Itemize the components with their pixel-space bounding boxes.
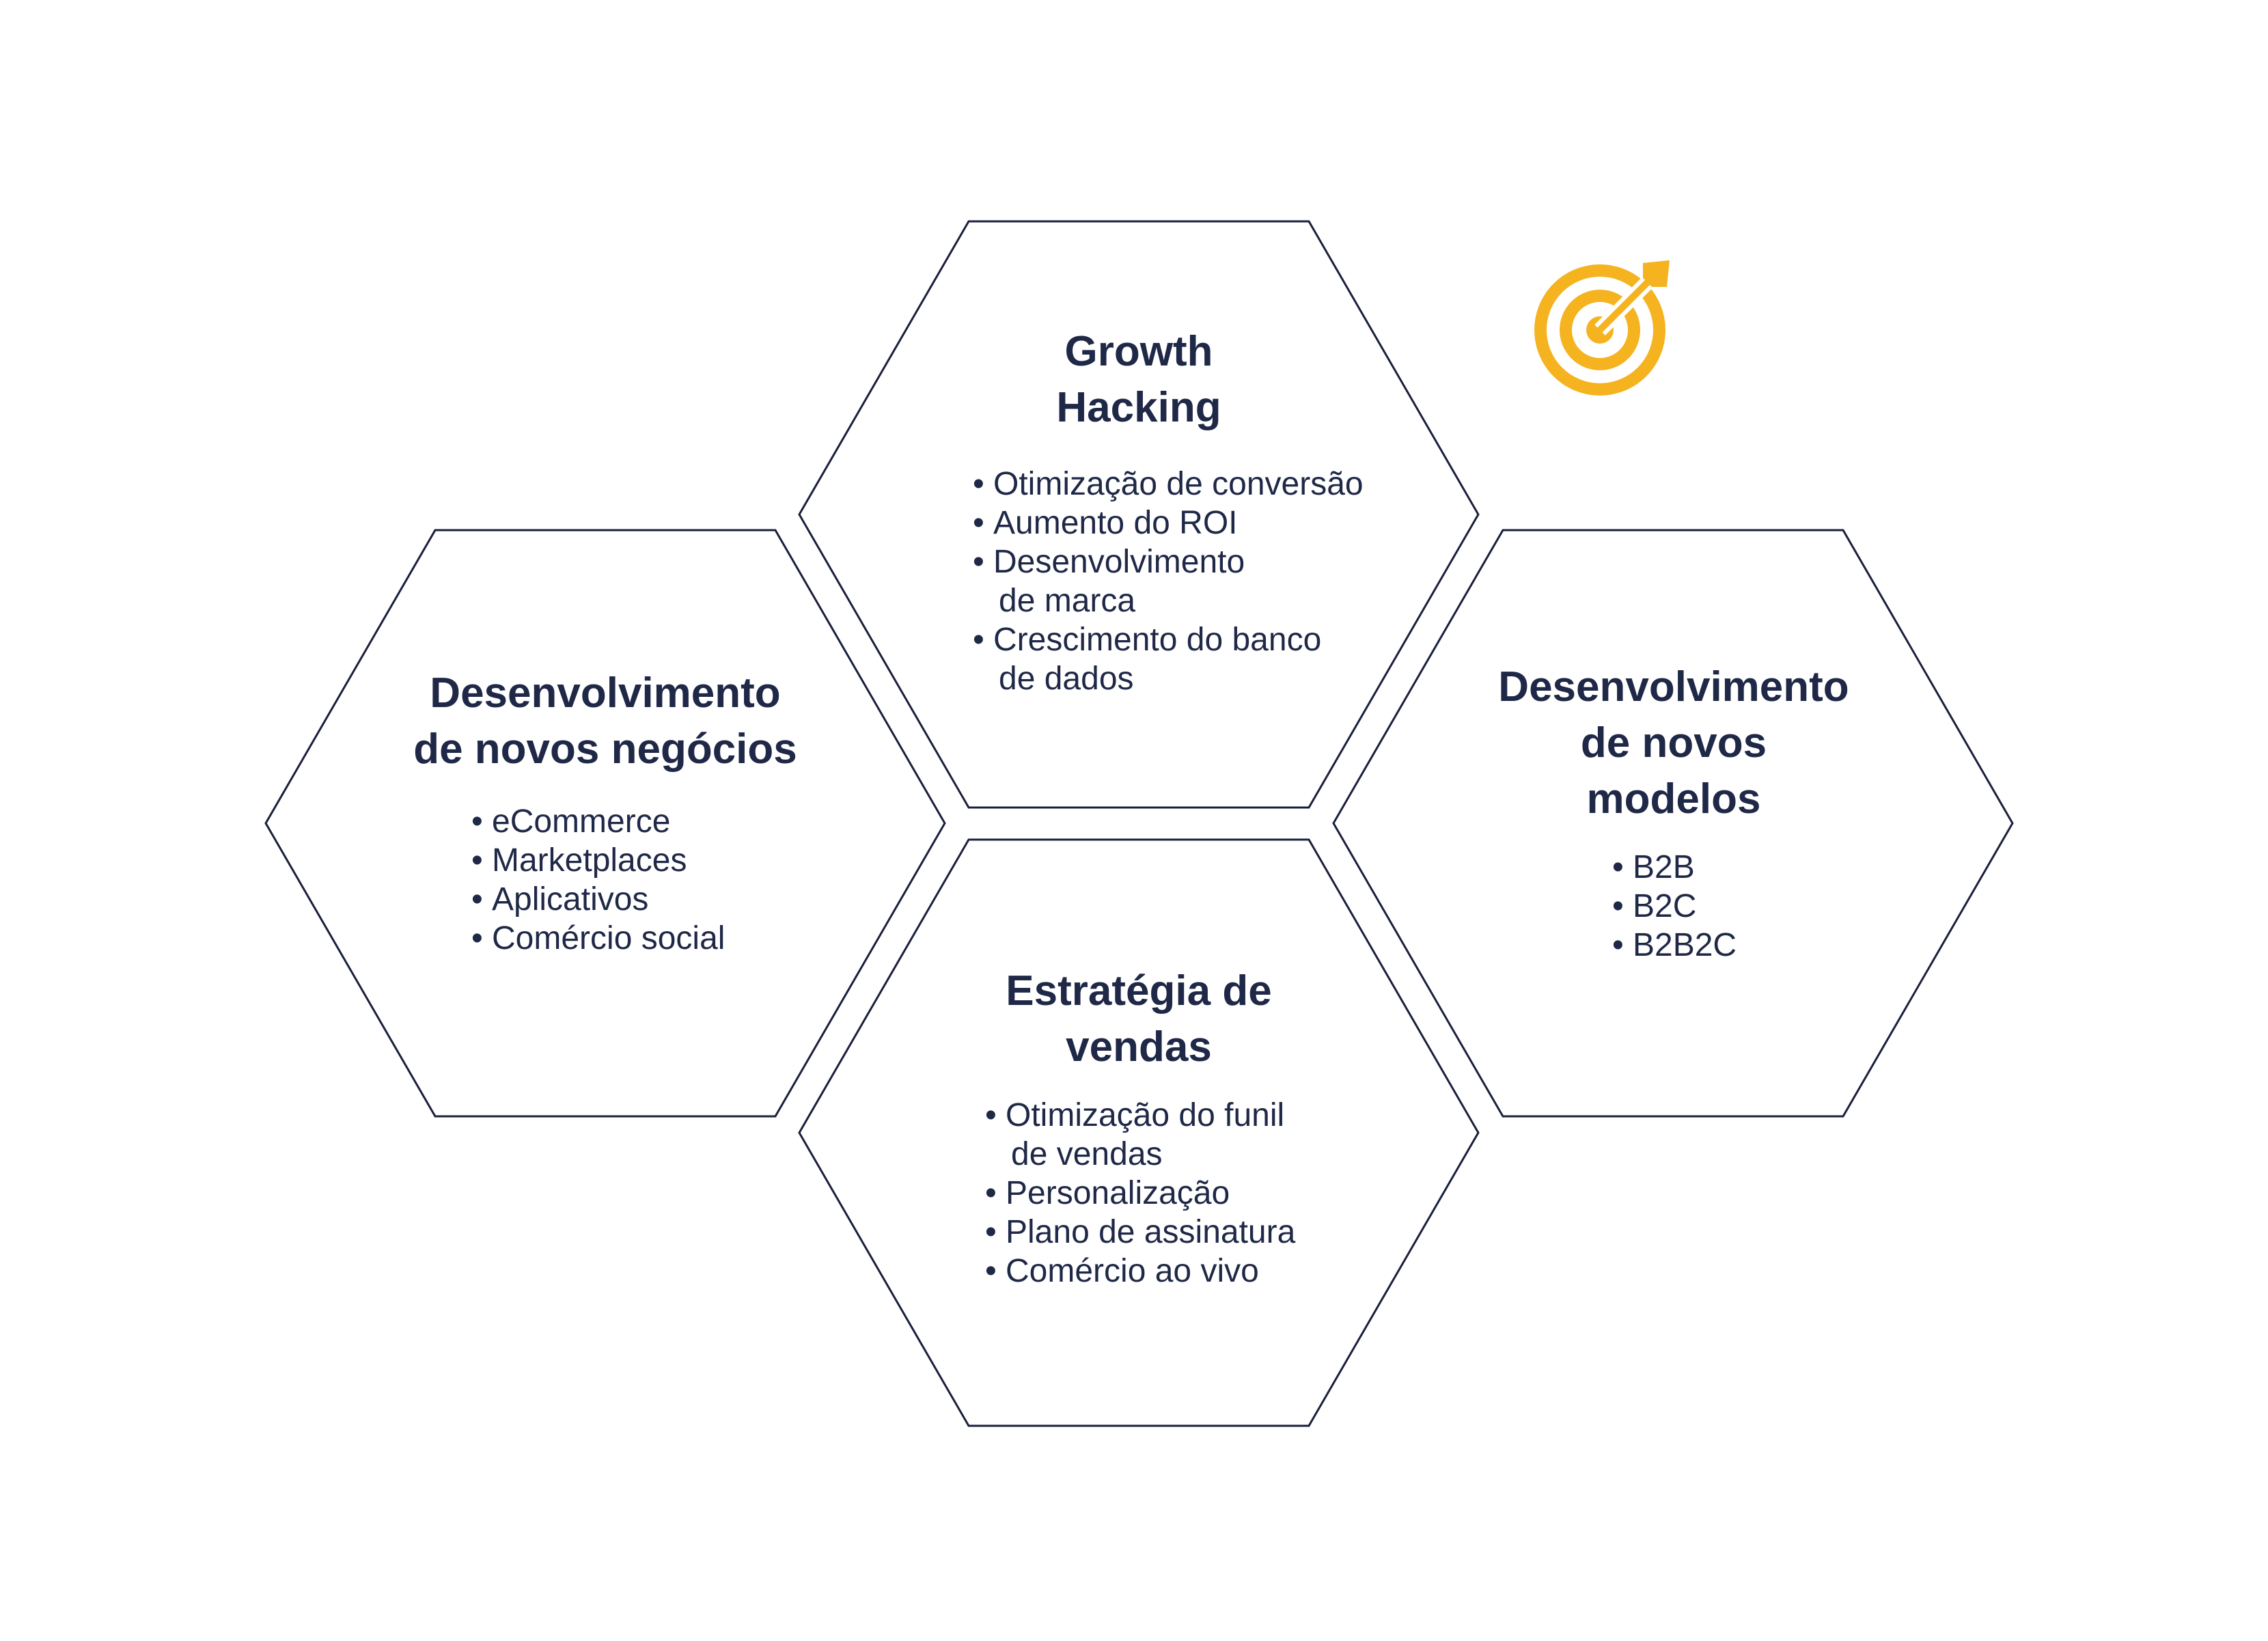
list-item: •Plano de assinatura	[985, 1214, 1296, 1250]
list-item: •Aumento do ROI	[973, 505, 1238, 541]
list-item: •Personalização	[985, 1175, 1230, 1211]
target-with-arrow-icon	[1534, 260, 1670, 396]
list-item: •Aplicativos	[471, 881, 649, 918]
list-item: •Otimização de conversão	[973, 466, 1364, 502]
hexagon-top-list: •Otimização de conversão •Aumento do ROI…	[970, 465, 1364, 698]
list-item: •B2B	[1612, 849, 1695, 885]
hexagon-bottom	[798, 838, 1480, 1427]
hexagon-right	[1332, 529, 2014, 1118]
hexagon-left-list: •eCommerce •Marketplaces •Aplicativos •C…	[383, 802, 828, 958]
hexagon-bottom-title: Estratégia de vendas	[1006, 967, 1272, 1071]
hexagon-left-content: Desenvolvimento de novos negócios •eComm…	[383, 665, 828, 958]
list-item: •Comércio social	[471, 920, 725, 956]
list-item: •B2C	[1612, 888, 1697, 924]
list-item: •eCommerce	[471, 803, 671, 840]
list-item: •Marketplaces	[471, 842, 687, 879]
hexagon-left-title: Desenvolvimento de novos negócios	[413, 670, 797, 773]
hexagon-top	[798, 220, 1480, 809]
hexagon-top-content: Growth Hacking •Otimização de conversão …	[970, 324, 1364, 698]
hexagon-right-list: •B2B •B2C •B2B2C	[1469, 848, 1879, 965]
list-item: •B2B2C	[1612, 927, 1737, 963]
hexagon-left	[264, 529, 946, 1118]
hexagon-right-title: Desenvolvimento de novos modelos	[1498, 663, 1849, 823]
hexagon-bottom-content: Estratégia de vendas •Otimização do funi…	[970, 963, 1308, 1291]
hexagon-top-title: Growth Hacking	[1056, 328, 1221, 431]
hexagon-right-content: Desenvolvimento de novos modelos •B2B •B…	[1469, 659, 1879, 965]
list-item: •Comércio ao vivo	[985, 1253, 1259, 1289]
